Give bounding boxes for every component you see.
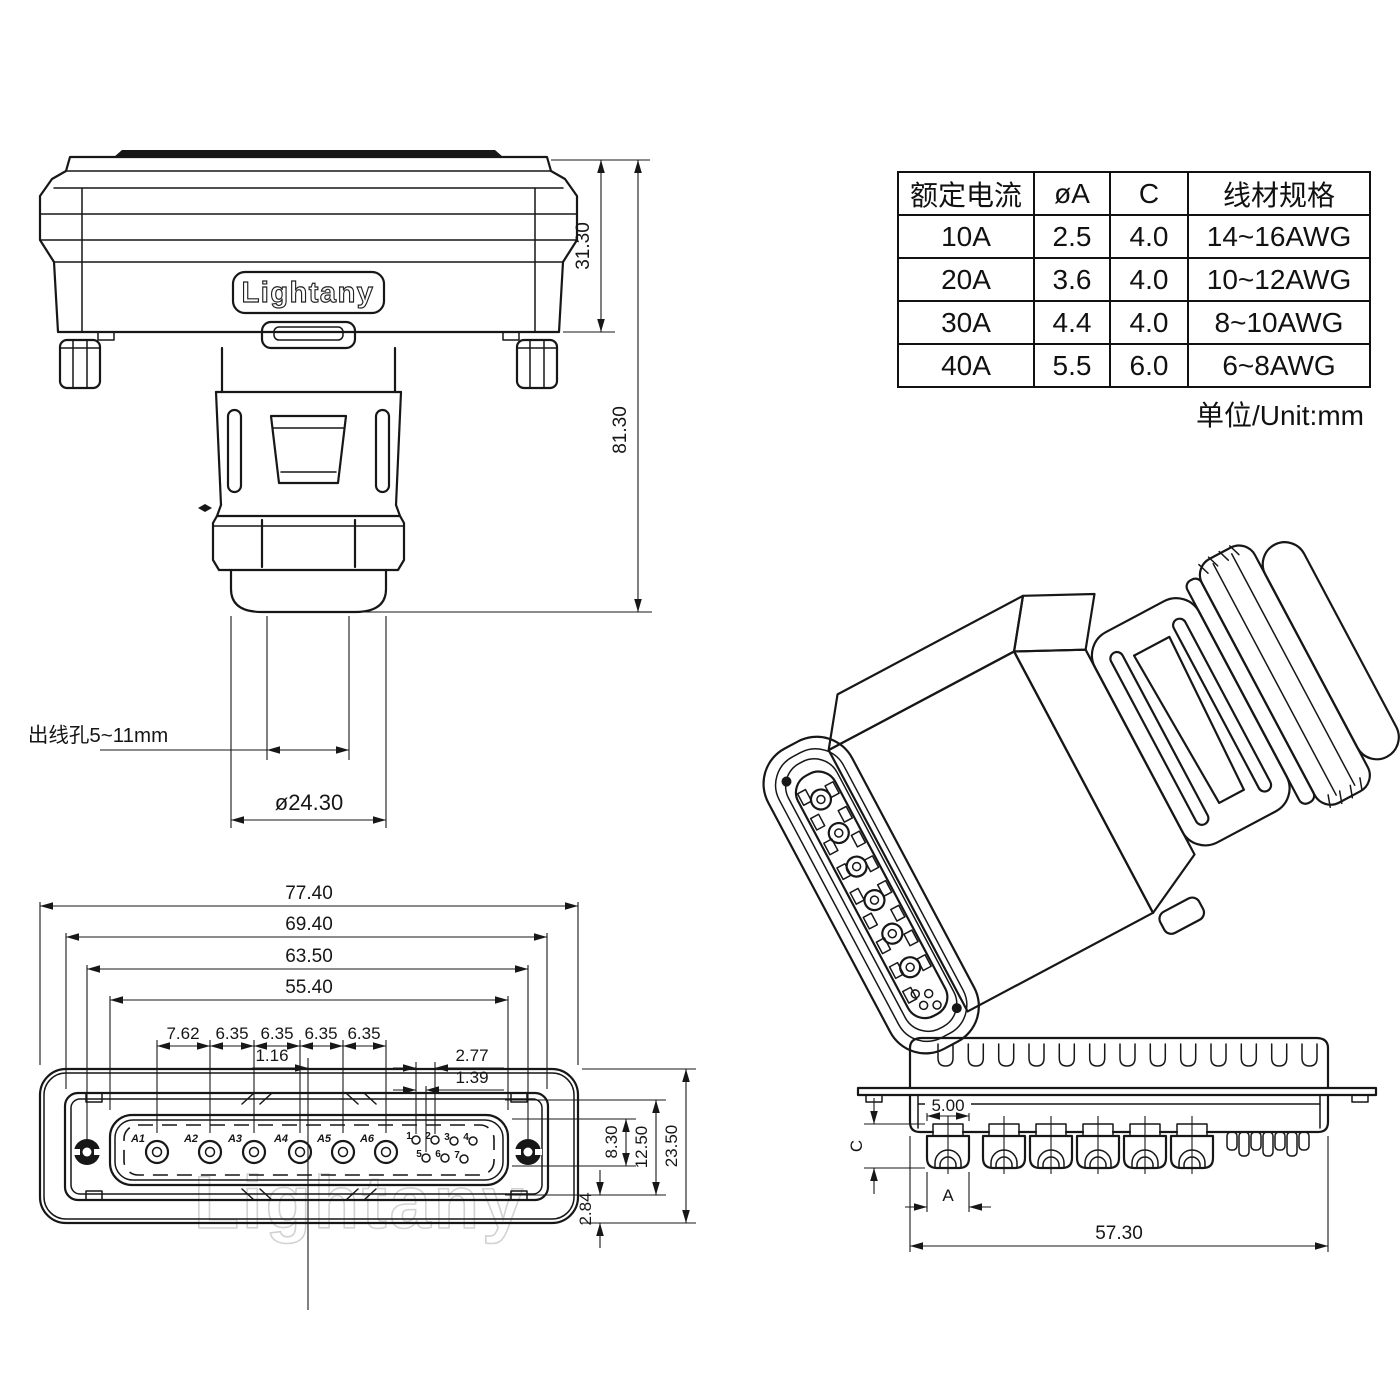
- mounting-flange: [856, 1086, 1378, 1097]
- front-elevation-view: Lightany: [28, 150, 652, 828]
- dim-pitch-1: 7.62: [166, 1024, 199, 1043]
- connector-body-outline: Lightany: [38, 150, 579, 614]
- dim-pitch-4: 6.35: [304, 1024, 337, 1043]
- signal-pin-label: 6: [435, 1149, 441, 1160]
- iso-gland-dome: [1261, 541, 1400, 761]
- gasket-dashed-line: [123, 1124, 495, 1176]
- backshell-neck: [214, 346, 403, 394]
- solder-cups: [925, 1116, 1215, 1174]
- cell-current: 40A: [897, 343, 1035, 388]
- table-row: 10A 2.5 4.0 14~16AWG: [897, 214, 1371, 259]
- mounting-holes: [73, 1139, 542, 1165]
- dim-small-row-offset: 1.39: [455, 1068, 488, 1087]
- dim-body-height: 31.30: [573, 222, 594, 270]
- dim-overall-width: 77.40: [285, 883, 333, 904]
- spec-table: 额定电流 øA C 线材规格 10A 2.5 4.0 14~16AWG 20A …: [897, 171, 1371, 388]
- cable-gland-nut: [211, 514, 406, 614]
- cell-c: 4.0: [1109, 214, 1189, 259]
- cell-phi-a: 2.5: [1033, 214, 1111, 259]
- signal-pin-label: 1: [406, 1131, 412, 1142]
- dim-small-pitch: 2.77: [455, 1046, 488, 1065]
- pin-label-a5: A5: [316, 1133, 332, 1145]
- iso-backshell-grip: [1090, 577, 1316, 847]
- cell-c: 4.0: [1109, 257, 1189, 302]
- unit-note: 单位/Unit:mm: [1195, 400, 1364, 431]
- header-c: C: [1109, 171, 1189, 216]
- iso-power-pins: [809, 788, 942, 1011]
- dim-flange-to-edge: 2.84: [576, 1192, 595, 1225]
- face-body: [38, 1067, 580, 1225]
- iso-contact-windows: [796, 780, 932, 1004]
- table-row: 40A 5.5 6.0 6~8AWG: [897, 343, 1371, 388]
- cell-c: 6.0: [1109, 343, 1189, 388]
- pin-label-a1: A1: [130, 1133, 145, 1145]
- cell-wire: 6~8AWG: [1187, 343, 1371, 388]
- dim-pitch-3: 6.35: [260, 1024, 293, 1043]
- dim-cup-width: 5.00: [931, 1096, 964, 1115]
- brand-plate: Lightany: [231, 270, 386, 315]
- iso-shell-body: [827, 592, 1206, 1013]
- cell-wire: 8~10AWG: [1187, 300, 1371, 345]
- side-section-view: 5.00 C A 57.30: [847, 1036, 1378, 1252]
- cell-phi-a: 5.5: [1033, 343, 1111, 388]
- mounting-feet: [58, 338, 559, 390]
- header-rated-current: 额定电流: [897, 171, 1035, 216]
- rear-slots: [937, 1043, 1318, 1067]
- cell-current: 20A: [897, 257, 1035, 302]
- cell-wire: 14~16AWG: [1187, 214, 1371, 259]
- watermark: Lightany: [194, 1161, 526, 1244]
- face-dimensions: 77.40 69.40 63.50 55.40 7.62 6.35 6.35 6…: [39, 883, 696, 1310]
- cell-c: 4.0: [1109, 300, 1189, 345]
- cell-phi-a: 3.6: [1033, 257, 1111, 302]
- dim-overall-length: 57.30: [1095, 1223, 1143, 1244]
- cell-current: 30A: [897, 300, 1035, 345]
- top-gasket-strip: [114, 150, 503, 157]
- dim-hole-spacing: 63.50: [285, 946, 333, 967]
- cable-hole-label: 出线孔5~11mm: [28, 724, 168, 747]
- dim-opening-height: 12.50: [632, 1126, 651, 1169]
- dim-cup-depth: C: [847, 1140, 866, 1152]
- table-row: 30A 4.4 4.0 8~10AWG: [897, 300, 1371, 345]
- dim-gland-diameter: ø24.30: [275, 790, 344, 815]
- side-dimensions: 5.00 C A 57.30: [847, 1096, 1329, 1252]
- signal-pin-tails: [1226, 1131, 1310, 1157]
- dim-pitch-5: 6.35: [347, 1024, 380, 1043]
- signal-pin-label: 3: [444, 1132, 450, 1143]
- isometric-view: [762, 541, 1400, 1055]
- dim-pin-zone-height: 8.30: [602, 1125, 621, 1158]
- front-dimensions: 31.30 81.30 出线孔5~11mm ø24.30: [28, 159, 652, 828]
- pin-label-a4: A4: [273, 1133, 288, 1145]
- iso-face-flange: [762, 735, 980, 1055]
- dim-total-height: 81.30: [610, 406, 631, 454]
- dim-flange-width: 69.40: [285, 914, 333, 935]
- dim-overall-height: 23.50: [662, 1125, 681, 1168]
- signal-pin-label: 5: [416, 1149, 422, 1160]
- cell-phi-a: 4.4: [1033, 300, 1111, 345]
- header-wire-gauge: 线材规格: [1187, 171, 1371, 216]
- dim-center-offset: 1.16: [255, 1046, 288, 1065]
- spec-table-header-row: 额定电流 øA C 线材规格: [897, 171, 1371, 216]
- dim-opening-width: 55.40: [285, 977, 333, 998]
- dim-pin-diameter: A: [942, 1186, 954, 1205]
- dim-pitch-2: 6.35: [215, 1024, 248, 1043]
- cell-wire: 10~12AWG: [1187, 257, 1371, 302]
- power-pins: A1 A2 A3 A4 A5 A6: [130, 1133, 399, 1165]
- iso-gland-nut: [1198, 541, 1400, 809]
- brand-plate-text: Lightany: [242, 277, 375, 309]
- pin-label-a2: A2: [183, 1133, 198, 1145]
- mating-face-view: Lightany A1 A2 A3: [38, 883, 696, 1310]
- signal-pin-label: 4: [463, 1132, 469, 1143]
- backshell-grip: [198, 390, 403, 518]
- cell-current: 10A: [897, 214, 1035, 259]
- signal-pin-label: 2: [425, 1131, 431, 1142]
- center-latch-tab: [260, 320, 357, 350]
- table-row: 20A 3.6 4.0 10~12AWG: [897, 257, 1371, 302]
- pin-label-a6: A6: [359, 1133, 375, 1145]
- signal-pins: 1 2 3 4 5 6 7: [406, 1131, 478, 1164]
- signal-pin-label: 7: [454, 1150, 460, 1161]
- header-phi-a: øA: [1033, 171, 1111, 216]
- side-shell: [856, 1036, 1378, 1134]
- pin-label-a3: A3: [227, 1133, 242, 1145]
